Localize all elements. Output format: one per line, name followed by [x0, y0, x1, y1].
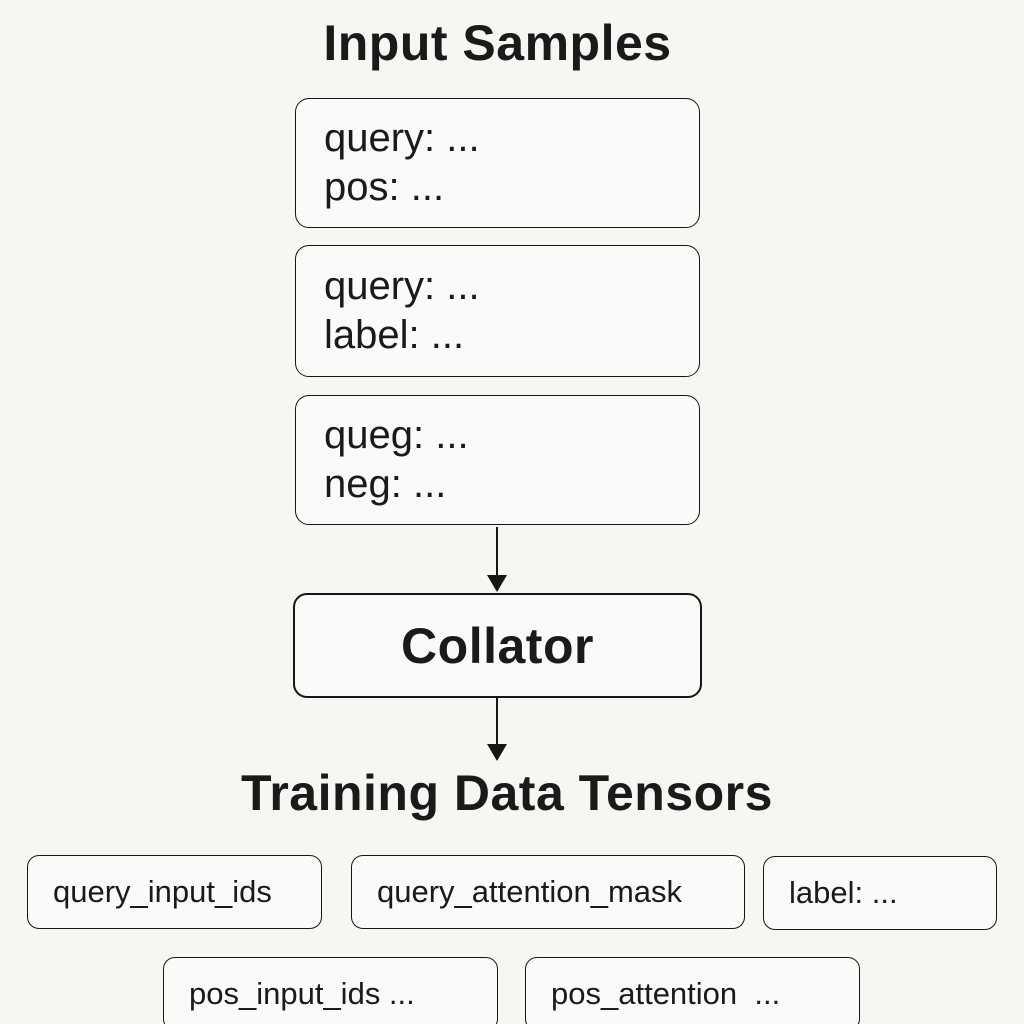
tensor-label: query_input_ids: [53, 874, 272, 909]
tensor-box-pos-input-ids: pos_input_ids ...: [163, 957, 498, 1024]
sample-box-queg-neg: queg: ... neg: ...: [295, 395, 700, 525]
sample-line-query: query: ...: [324, 264, 480, 308]
arrow-shaft: [496, 698, 498, 746]
arrow-down-icon: [487, 698, 507, 762]
tensor-label: pos_attention ...: [551, 976, 781, 1011]
sample-box-query-label: query: ... label: ...: [295, 245, 700, 377]
input-samples-heading: Input Samples: [323, 15, 672, 71]
tensor-label: label: ...: [789, 875, 898, 910]
collator-label: Collator: [401, 617, 594, 674]
arrow-shaft: [496, 527, 498, 577]
collator-box: Collator: [293, 593, 702, 698]
tensor-box-query-attention-mask: query_attention_mask: [351, 855, 745, 929]
tensor-label: query_attention_mask: [377, 874, 683, 909]
arrow-head: [487, 575, 507, 592]
sample-line-queg: queg: ...: [324, 413, 469, 457]
sample-line-neg: neg: ...: [324, 462, 447, 506]
training-data-tensors-heading: Training Data Tensors: [241, 765, 773, 821]
tensor-box-label: label: ...: [763, 856, 997, 930]
tensor-label: pos_input_ids ...: [189, 976, 415, 1011]
arrow-head: [487, 744, 507, 761]
arrow-down-icon: [487, 527, 507, 592]
sample-line-pos: pos: ...: [324, 165, 445, 209]
sample-line-label: label: ...: [324, 313, 465, 357]
sample-line-query: query: ...: [324, 116, 480, 160]
sample-box-query-pos: query: ... pos: ...: [295, 98, 700, 228]
tensor-box-pos-attention: pos_attention ...: [525, 957, 860, 1024]
tensor-box-query-input-ids: query_input_ids: [27, 855, 322, 929]
